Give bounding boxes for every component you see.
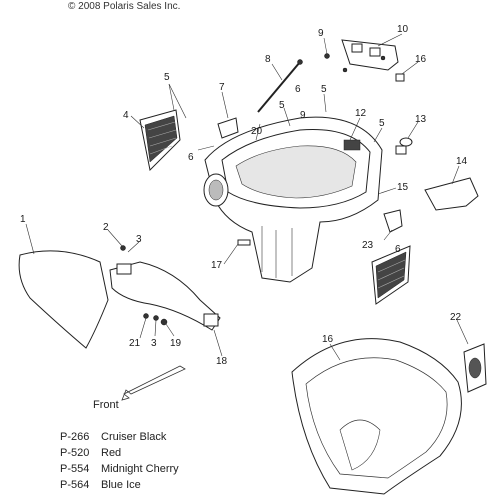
callout-9: 9	[318, 28, 324, 39]
part-13-plate	[424, 177, 479, 211]
callout-16: 16	[322, 334, 334, 345]
legend-code-1: P-266	[60, 431, 89, 443]
callout-2: 2	[103, 222, 109, 233]
callout-5-b: 5	[321, 84, 327, 95]
callout-6-b: 6	[188, 152, 194, 163]
callout-8: 8	[265, 54, 271, 65]
part-7-bracket	[217, 117, 239, 139]
legend-code-4: P-564	[60, 479, 89, 491]
callout-11: 12	[355, 108, 367, 119]
part-8-rod	[257, 61, 301, 113]
callout-5-d: 5	[379, 118, 385, 129]
part-18-hinge-strap	[109, 261, 221, 331]
part-10-bracket	[341, 39, 399, 73]
part-12-latch	[395, 137, 413, 155]
callout-3-b: 3	[151, 338, 157, 349]
part-15-clip	[395, 73, 405, 82]
callout-13: 14	[456, 156, 468, 167]
part-17-tag	[237, 239, 251, 246]
callout-23: 23	[362, 240, 374, 251]
callout-6-c: 6	[395, 244, 401, 255]
legend-code-2: P-520	[60, 447, 89, 459]
callout-21: 20	[251, 126, 263, 137]
callout-17: 17	[211, 260, 223, 271]
part-20-washer	[143, 313, 149, 319]
callout-12: 13	[415, 114, 427, 125]
callout-1: 1	[20, 214, 26, 225]
part-9-screw	[324, 53, 330, 59]
part-14-trunk-body	[203, 116, 383, 283]
callout-5-a: 5	[164, 72, 170, 83]
callout-10: 10	[397, 24, 409, 35]
part-reflector-right	[371, 245, 411, 305]
callout-18: 18	[216, 356, 228, 367]
legend-name-2: Red	[101, 447, 121, 459]
callout-9-b: 9	[300, 110, 306, 121]
callout-14: 15	[397, 182, 409, 193]
part-19-nut	[160, 318, 168, 326]
callout-5-c: 5	[279, 100, 285, 111]
legend-code-3: P-554	[60, 463, 89, 475]
front-label: Front	[93, 399, 119, 411]
front-arrow	[121, 365, 186, 401]
copyright-text: © 2008 Polaris Sales Inc.	[68, 1, 180, 12]
callout-6-a: 6	[295, 84, 301, 95]
legend-name-1: Cruiser Black	[101, 431, 167, 443]
legend-name-4: Blue Ice	[101, 479, 141, 491]
part-23-bracket	[383, 209, 403, 233]
part-3-screw	[153, 315, 159, 321]
callout-7: 7	[219, 82, 225, 93]
callout-4: 4	[123, 110, 129, 121]
callout-15: 16	[415, 54, 427, 65]
part-4-reflector	[139, 109, 181, 172]
part-16-lid	[291, 338, 462, 495]
part-22-emblem	[463, 343, 487, 393]
callout-19: 19	[170, 338, 182, 349]
part-2-screw	[120, 245, 126, 251]
callout-20: 21	[129, 338, 141, 349]
callout-22: 22	[450, 312, 462, 323]
leader-lines	[25, 33, 469, 361]
callout-3-a: 3	[136, 234, 142, 245]
part-1-cover	[18, 250, 109, 349]
legend-name-3: Midnight Cherry	[101, 463, 179, 475]
color-legend: P-266 Cruiser Black P-520 Red P-554 Midn…	[60, 431, 179, 491]
